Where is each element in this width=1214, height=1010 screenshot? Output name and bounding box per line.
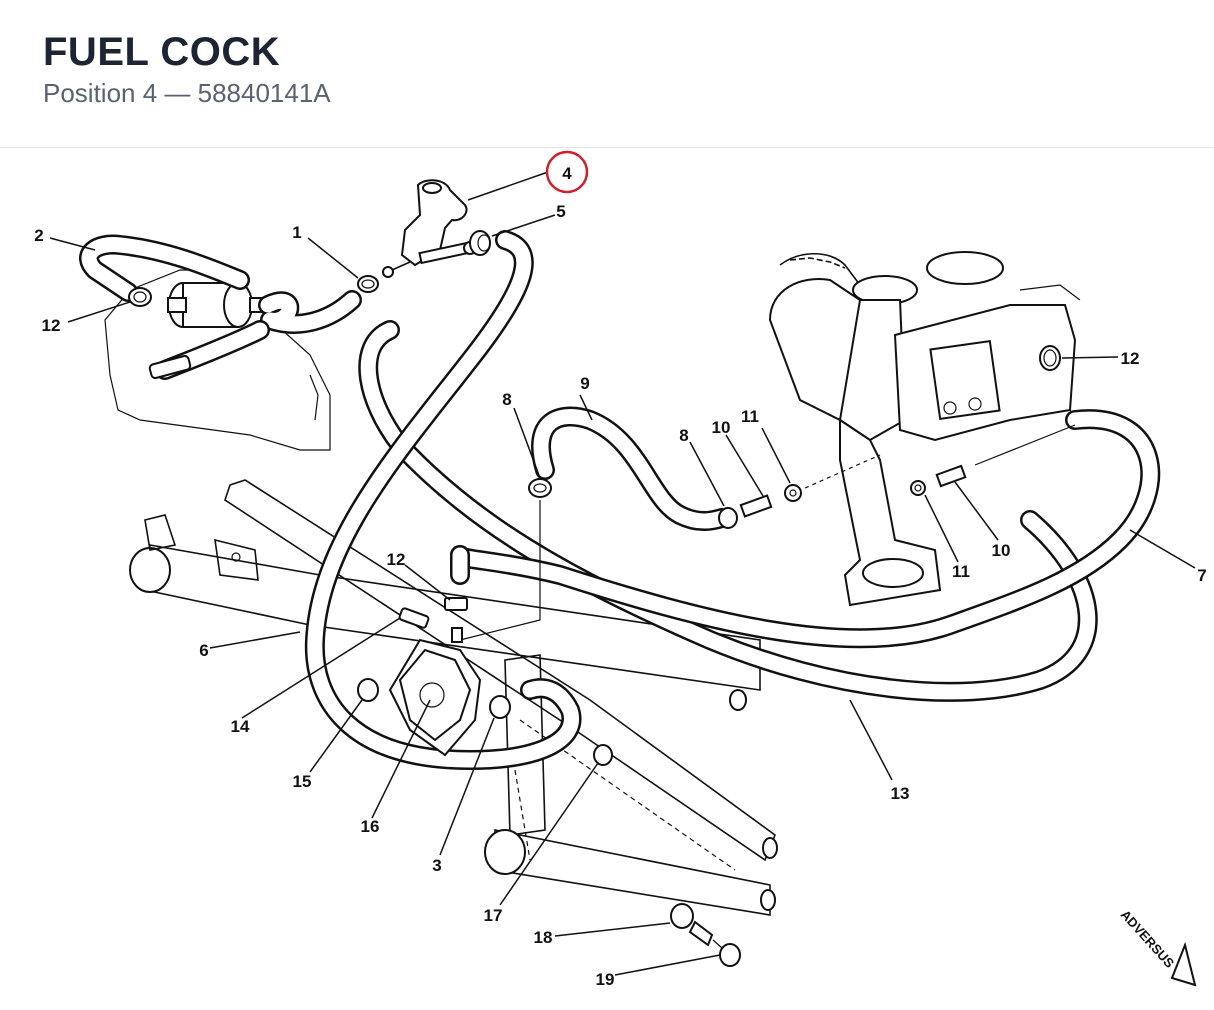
highlight-ring: [545, 150, 589, 194]
hose-clamp-8: [459, 478, 552, 641]
parts-diagram-svg: 4 5 1 2 12 12 9 8 8 10 11 11 10 7 12 6 1…: [34, 150, 1207, 989]
callout-10-left[interactable]: 10: [712, 418, 731, 437]
callout-6[interactable]: 6: [199, 641, 208, 660]
callout-10-right[interactable]: 10: [992, 541, 1011, 560]
fuel-hoses: [79, 230, 1161, 770]
carburettor-assembly: [768, 251, 1081, 607]
callout-15[interactable]: 15: [293, 772, 312, 791]
leader-lines: [49, 171, 1196, 976]
arrow-icon: [1170, 941, 1197, 987]
callout-11-right[interactable]: 11: [952, 562, 970, 581]
callout-labels: 4 5 1 2 12 12 9 8 8 10 11 11 10 7 12 6 1…: [34, 150, 1207, 989]
hose-clamp-12-right: [1039, 345, 1061, 371]
callout-12-right[interactable]: 12: [1121, 349, 1140, 368]
hose-clamp-12-left: [128, 287, 192, 380]
callout-18[interactable]: 18: [534, 928, 553, 947]
callout-16[interactable]: 16: [361, 817, 380, 836]
callout-1[interactable]: 1: [292, 223, 301, 242]
fuel-cock: [382, 179, 477, 278]
callout-12-left[interactable]: 12: [42, 316, 61, 335]
frame-tubes: [129, 479, 778, 916]
callout-8-left[interactable]: 8: [502, 390, 511, 409]
brand-watermark-text: ADVERSUS: [1118, 907, 1178, 971]
callout-4[interactable]: 4: [562, 164, 572, 183]
fuel-filter: [167, 282, 269, 328]
brand-watermark: ADVERSUS: [1118, 907, 1197, 987]
small-hardware: [357, 678, 741, 967]
fuel-pump: [388, 597, 482, 757]
callout-3[interactable]: 3: [432, 856, 441, 875]
page-header: FUEL COCK Position 4 — 58840141A: [0, 0, 1214, 148]
callout-12-pump[interactable]: 12: [387, 550, 406, 569]
callout-8-right[interactable]: 8: [679, 426, 688, 445]
callout-11-left[interactable]: 11: [741, 407, 759, 426]
fitting-group-left: [718, 454, 881, 529]
callout-2[interactable]: 2: [34, 226, 43, 245]
parts-diagram: 4 5 1 2 12 12 9 8 8 10 11 11 10 7 12 6 1…: [0, 148, 1214, 1005]
callout-5[interactable]: 5: [556, 202, 565, 221]
page-subtitle: Position 4 — 58840141A: [43, 78, 331, 108]
callout-19[interactable]: 19: [596, 970, 615, 989]
callout-13[interactable]: 13: [891, 784, 910, 803]
callout-7[interactable]: 7: [1197, 566, 1206, 585]
page-title: FUEL COCK: [43, 30, 281, 74]
callout-14[interactable]: 14: [231, 717, 250, 736]
callout-9[interactable]: 9: [580, 374, 589, 393]
fitting-group-right: [910, 424, 1076, 496]
hose-clamp-1: [357, 275, 379, 293]
hose-clamp-5: [469, 230, 491, 256]
callout-17[interactable]: 17: [484, 906, 503, 925]
